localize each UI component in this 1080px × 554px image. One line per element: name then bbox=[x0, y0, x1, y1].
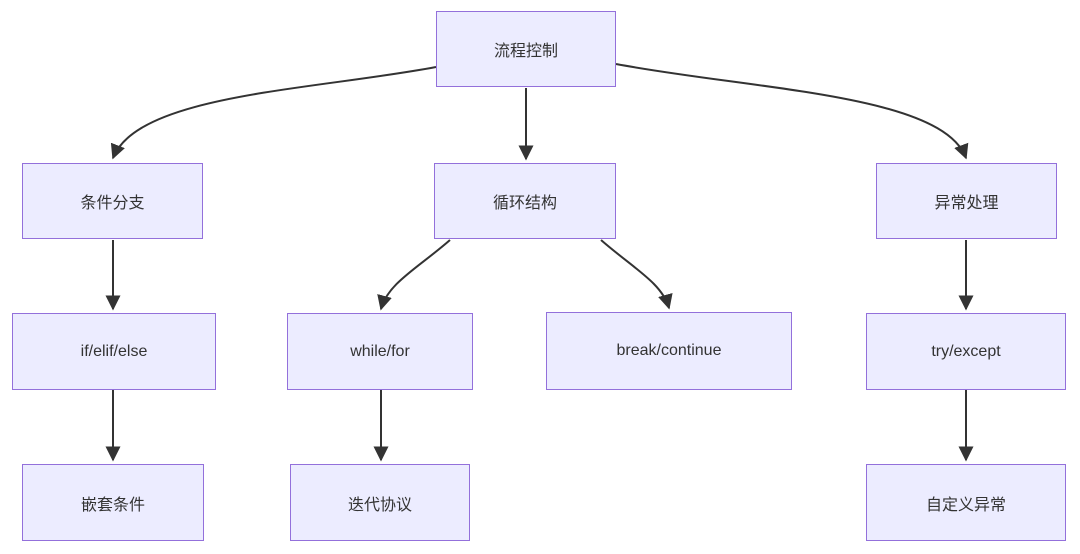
node-custom-exception: 自定义异常 bbox=[866, 464, 1066, 541]
node-break-continue-label: break/continue bbox=[616, 342, 722, 359]
node-if-elif-else: if/elif/else bbox=[12, 313, 216, 390]
node-iteration-protocol: 迭代协议 bbox=[290, 464, 470, 541]
node-conditional-branch: 条件分支 bbox=[22, 163, 203, 239]
node-exception-handling-label: 异常处理 bbox=[934, 195, 999, 212]
node-nested-condition: 嵌套条件 bbox=[22, 464, 204, 541]
node-flow-control: 流程控制 bbox=[436, 11, 616, 87]
edge-loop-structure-to-break-continue bbox=[600, 239, 673, 310]
node-try-except-label: try/except bbox=[931, 342, 1001, 360]
node-try-except: try/except bbox=[866, 313, 1066, 390]
node-conditional-branch-label: 条件分支 bbox=[80, 195, 145, 212]
node-exception-handling: 异常处理 bbox=[876, 163, 1057, 239]
node-loop-structure: 循环结构 bbox=[434, 163, 616, 239]
node-break-continue: break/continue bbox=[546, 312, 792, 390]
node-loop-structure-label: 循环结构 bbox=[492, 195, 557, 212]
node-custom-exception-label: 自定义异常 bbox=[925, 496, 1006, 514]
node-while-for-label: while/for bbox=[350, 342, 410, 360]
edge-loop-structure-to-while-for bbox=[377, 239, 451, 311]
edge-flow-control-to-conditional-branch bbox=[110, 66, 437, 160]
edge-flow-control-to-exception-handling bbox=[615, 63, 969, 160]
node-nested-condition-label: 嵌套条件 bbox=[80, 496, 145, 514]
node-iteration-protocol-label: 迭代协议 bbox=[347, 496, 412, 514]
node-flow-control-label: 流程控制 bbox=[493, 43, 558, 60]
node-if-elif-else-label: if/elif/else bbox=[80, 342, 148, 360]
node-while-for: while/for bbox=[287, 313, 473, 390]
